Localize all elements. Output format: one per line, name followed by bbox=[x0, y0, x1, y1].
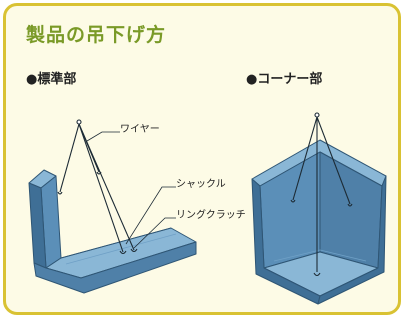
section-standard: ●標準部 bbox=[26, 68, 76, 87]
diagram-card: 製品の吊下げ方 ●標準部 ●コーナー部 bbox=[3, 3, 401, 315]
diagram-canvas bbox=[28, 112, 387, 305]
corner-outer-right bbox=[317, 175, 387, 305]
corner-block bbox=[251, 139, 387, 305]
section-standard-label: ●標準部 bbox=[26, 72, 77, 87]
standard-block bbox=[28, 169, 197, 294]
section-corner-label: ●コーナー部 bbox=[246, 72, 323, 87]
standard-wires bbox=[57, 119, 138, 255]
section-corner: ●コーナー部 bbox=[246, 68, 322, 87]
wire-leader bbox=[86, 131, 120, 142]
ring-clutch-label: リングクラッチ bbox=[176, 210, 246, 221]
standard-base-front bbox=[33, 241, 197, 294]
corner-wires bbox=[290, 112, 353, 277]
diagram-title: 製品の吊下げ方 bbox=[26, 24, 167, 46]
shackle-label: シャックル bbox=[176, 179, 226, 190]
shackle-leader bbox=[125, 186, 176, 245]
leader-lines bbox=[86, 131, 176, 249]
wire-label: ワイヤー bbox=[120, 124, 160, 135]
ring-clutch-leader bbox=[133, 217, 176, 249]
